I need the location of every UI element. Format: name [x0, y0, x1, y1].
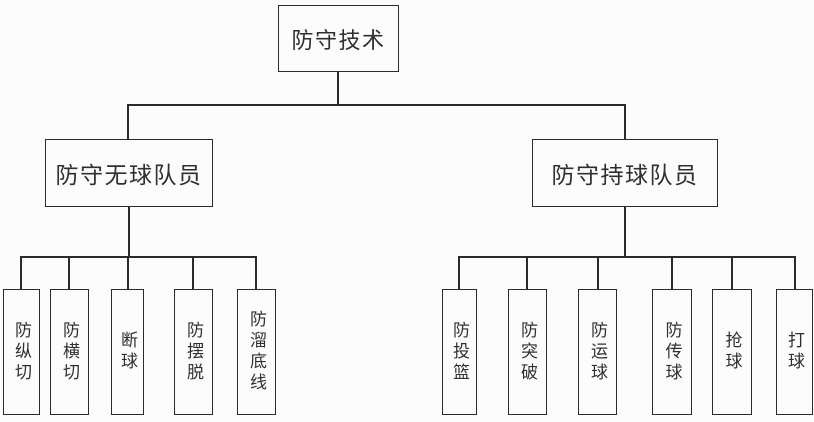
connector-line	[671, 256, 673, 290]
leaf-node-label: 断球	[118, 331, 137, 373]
connector-line	[128, 206, 130, 257]
connector-line	[68, 256, 70, 290]
connector-line	[192, 256, 194, 290]
root-node: 防守技术	[278, 5, 399, 72]
leaf-node: 防传球	[652, 289, 692, 415]
connector-line	[794, 256, 796, 290]
connector-line	[597, 256, 599, 290]
leaf-node-label: 防溜底线	[247, 310, 266, 394]
connector-line	[127, 256, 129, 290]
connector-line	[337, 71, 339, 105]
connector-line	[624, 206, 626, 257]
connector-line	[127, 104, 626, 106]
branch-node-defend-player-without-ball: 防守无球队员	[45, 139, 213, 207]
leaf-node: 防突破	[508, 289, 547, 415]
connector-line	[127, 104, 129, 140]
leaf-node-label: 抢球	[722, 331, 742, 373]
root-node-label: 防守技术	[291, 27, 386, 53]
leaf-node-label: 防横切	[60, 320, 79, 384]
leaf-node: 防投篮	[442, 289, 477, 415]
leaf-node-label: 防纵切	[12, 320, 31, 384]
leaf-node-label: 防摆脱	[184, 320, 203, 384]
connector-line	[526, 256, 528, 290]
branch-node-defend-player-with-ball: 防守持球队员	[532, 139, 718, 207]
leaf-node: 抢球	[712, 289, 752, 415]
branch-node-label: 防守无球队员	[55, 162, 203, 188]
leaf-node-label: 防突破	[518, 320, 537, 384]
leaf-node: 防溜底线	[237, 289, 276, 415]
connector-line	[20, 256, 257, 258]
leaf-node: 断球	[111, 289, 144, 415]
leaf-node: 打球	[776, 289, 813, 415]
leaf-node-label: 防运球	[588, 320, 607, 384]
leaf-node: 防纵切	[3, 289, 40, 415]
leaf-node: 防运球	[578, 289, 617, 415]
connector-line	[624, 104, 626, 140]
leaf-node: 防摆脱	[174, 289, 213, 415]
connector-line	[458, 256, 796, 258]
leaf-node-label: 打球	[785, 331, 804, 373]
connector-line	[20, 256, 22, 290]
leaf-node: 防横切	[50, 289, 89, 415]
branch-node-label: 防守持球队员	[551, 162, 699, 188]
leaf-node-label: 防投篮	[450, 320, 469, 384]
connector-line	[731, 256, 733, 290]
leaf-node-label: 防传球	[662, 320, 682, 384]
connector-line	[255, 256, 257, 290]
connector-line	[458, 256, 460, 290]
